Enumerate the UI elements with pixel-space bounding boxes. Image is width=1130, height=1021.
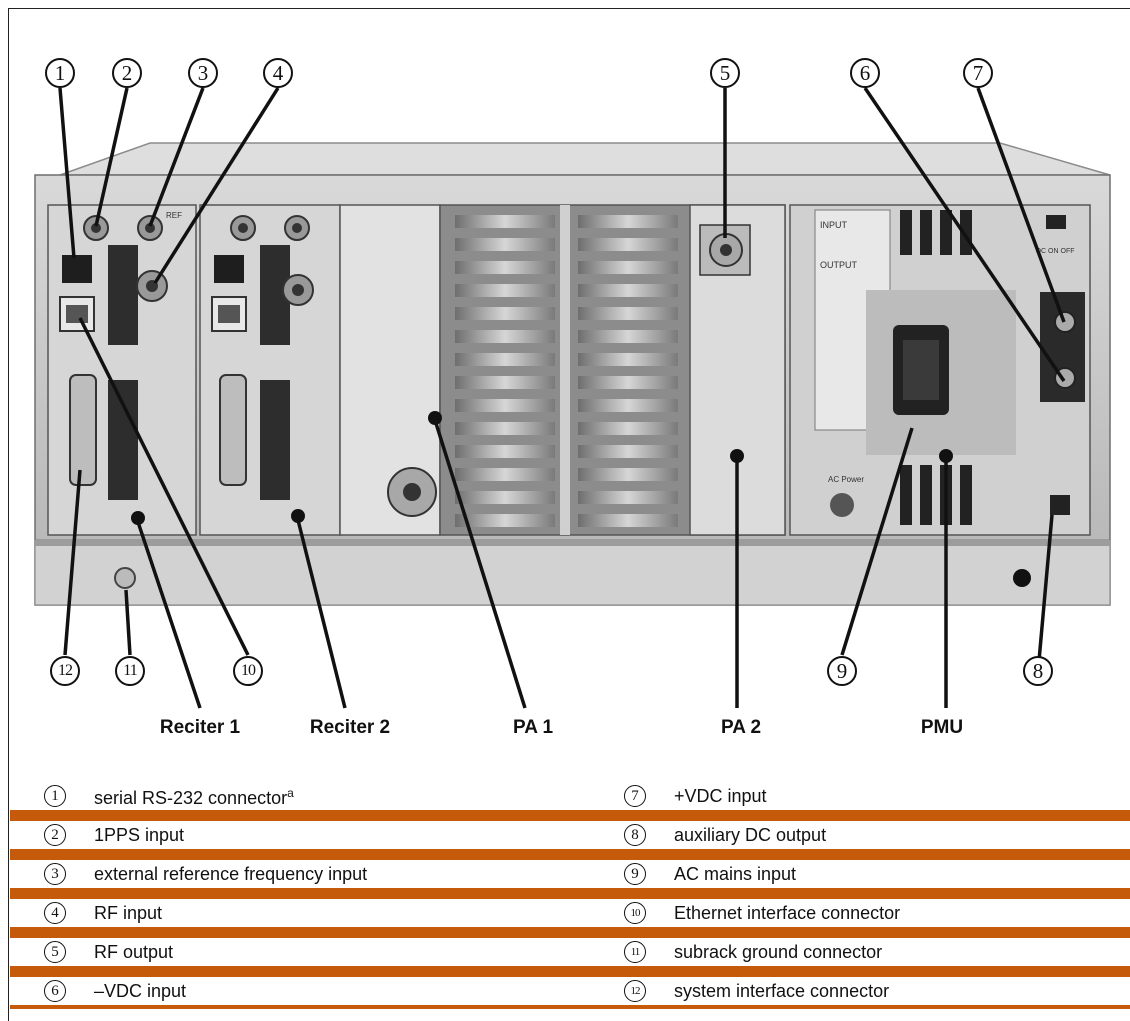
ac-power-switch bbox=[830, 493, 854, 517]
reciter-2-module bbox=[199, 204, 341, 536]
callout-6: 6 bbox=[850, 58, 880, 88]
section-label-pa-2: PA 2 bbox=[720, 717, 762, 738]
callout-12: 12 bbox=[50, 656, 80, 686]
dc-switch bbox=[1046, 215, 1066, 229]
leader-end-dots bbox=[131, 411, 953, 525]
legend-number: 6 bbox=[44, 980, 66, 1002]
aux-dc-output bbox=[1050, 495, 1070, 515]
serial-rs232-port bbox=[62, 255, 92, 283]
legend-description: +VDC input bbox=[674, 786, 767, 806]
legend-description: RF output bbox=[94, 942, 174, 962]
legend-description: system interface connector bbox=[674, 981, 890, 1001]
callout-2: 2 bbox=[112, 58, 142, 88]
legend-row: 3 external reference frequency input 9 A… bbox=[10, 860, 1130, 899]
legend-description: AC mains input bbox=[674, 864, 797, 884]
ground-stud bbox=[114, 567, 136, 589]
chassis-top bbox=[59, 142, 1111, 176]
section-label-reciter-2: Reciter 2 bbox=[309, 717, 391, 738]
legend-number: 3 bbox=[44, 863, 66, 885]
section-label-pmu: PMU bbox=[920, 717, 964, 738]
legend-description: Ethernet interface connector bbox=[674, 903, 901, 923]
legend-number: 8 bbox=[624, 824, 646, 846]
legend-description: serial RS-232 connectora bbox=[94, 786, 294, 808]
legend-row: 4 RF input 10 Ethernet interface connect… bbox=[10, 899, 1130, 938]
callout-leader-lines bbox=[58, 87, 1066, 673]
figure-frame bbox=[8, 8, 1130, 1021]
callout-5: 5 bbox=[710, 58, 740, 88]
legend-row: 2 1PPS input 8 auxiliary DC output bbox=[10, 821, 1130, 860]
svg-text:INPUT: INPUT bbox=[820, 220, 848, 230]
callout-7: 7 bbox=[963, 58, 993, 88]
callout-8: 8 bbox=[1023, 656, 1053, 686]
callout-3: 3 bbox=[188, 58, 218, 88]
callout-9: 9 bbox=[827, 656, 857, 686]
section-leader-lines bbox=[136, 419, 948, 709]
legend-description: –VDC input bbox=[94, 981, 187, 1001]
vdc-plus-terminal bbox=[1054, 311, 1076, 333]
svg-text:OUTPUT: OUTPUT bbox=[820, 260, 858, 270]
footnote-marker: a bbox=[287, 786, 294, 800]
legend-number: 9 bbox=[624, 863, 646, 885]
legend-number: 7 bbox=[624, 785, 646, 807]
section-label-pa-1: PA 1 bbox=[512, 717, 554, 738]
legend-number: 12 bbox=[624, 980, 646, 1002]
legend-number: 2 bbox=[44, 824, 66, 846]
legend-number: 11 bbox=[624, 941, 646, 963]
system-interface-dsub bbox=[69, 374, 97, 486]
legend-number: 10 bbox=[624, 902, 646, 924]
legend-row: 1 serial RS-232 connectora 7 +VDC input bbox=[10, 782, 1130, 821]
chassis-bottom-rail bbox=[34, 539, 1111, 606]
pmu-module: INPUT OUTPUT AC Power DC ON OFF bbox=[789, 204, 1091, 536]
svg-text:AC Power: AC Power bbox=[828, 475, 864, 484]
legend-number: 4 bbox=[44, 902, 66, 924]
legend-description: subrack ground connector bbox=[674, 942, 883, 962]
equipment-rear-panel-photo: REF bbox=[34, 87, 1111, 709]
reciter-1-module: REF bbox=[47, 204, 197, 536]
legend-table: 1 serial RS-232 connectora 7 +VDC input … bbox=[10, 782, 1130, 1009]
legend-description: 1PPS input bbox=[94, 825, 185, 845]
svg-text:DC ON OFF: DC ON OFF bbox=[1036, 248, 1075, 255]
legend-description: external reference frequency input bbox=[94, 864, 368, 884]
legend-description: RF input bbox=[94, 903, 163, 923]
section-label-reciter-1: Reciter 1 bbox=[159, 717, 241, 738]
heatsink-fins bbox=[455, 215, 678, 527]
legend-number: 1 bbox=[44, 785, 66, 807]
svg-text:REF: REF bbox=[166, 211, 182, 220]
legend-description: auxiliary DC output bbox=[674, 825, 827, 845]
callout-11: 11 bbox=[115, 656, 145, 686]
callout-1: 1 bbox=[45, 58, 75, 88]
legend-row: 6 –VDC input 12 system interface connect… bbox=[10, 977, 1130, 1009]
legend-number: 5 bbox=[44, 941, 66, 963]
callout-10: 10 bbox=[233, 656, 263, 686]
callout-4: 4 bbox=[263, 58, 293, 88]
legend-row: 5 RF output 11 subrack ground connector bbox=[10, 938, 1130, 977]
